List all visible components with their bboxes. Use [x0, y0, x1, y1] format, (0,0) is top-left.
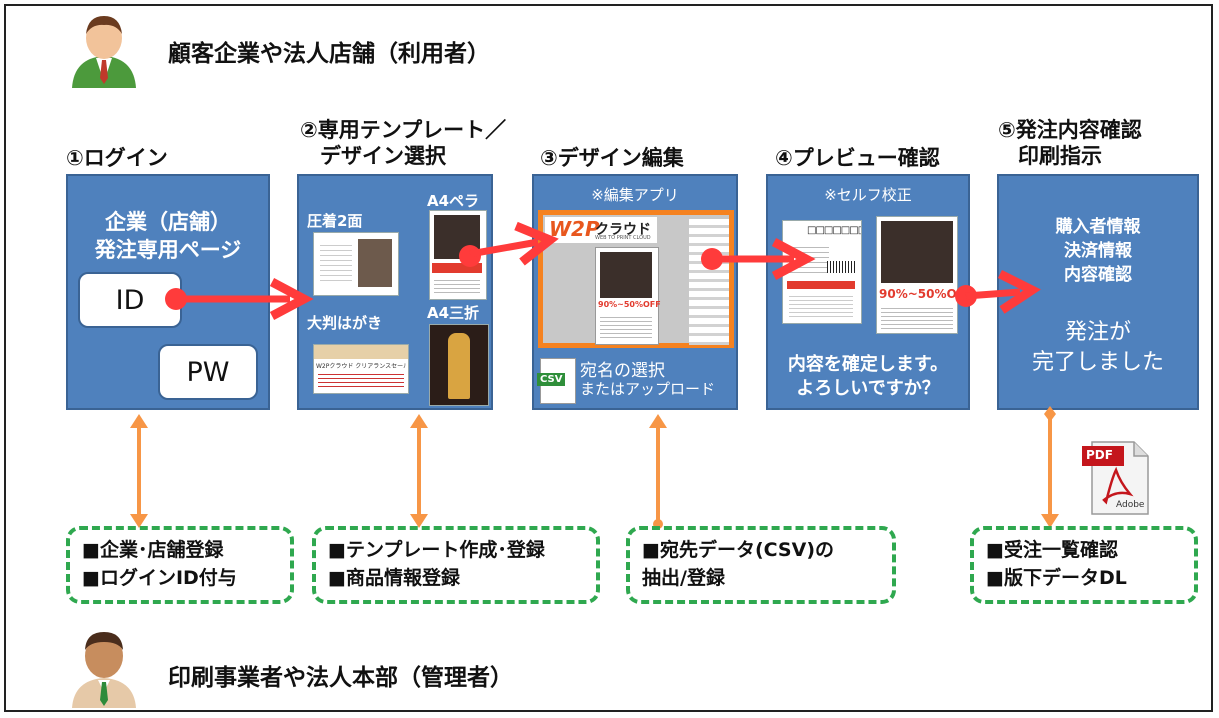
admin-box-4: ■受注一覧確認 ■版下データDL [970, 526, 1198, 604]
pdf-icon: PDF Adobe [1082, 438, 1154, 518]
editor-canvas-flyer: 90%~50%OFF [595, 247, 661, 345]
step-3-title-line1: ③デザイン編集 [540, 146, 684, 170]
login-panel-line2: 発注専用ページ [94, 238, 242, 262]
arrow-template-to-edit [459, 221, 559, 267]
csv-icon-label: CSV [537, 373, 566, 386]
admin-box-3-line1: ■宛先データ(CSV)の [642, 539, 835, 561]
step-1-title-line1: ①ログイン [66, 146, 168, 170]
step-4-title: ④プレビュー確認 [775, 145, 940, 171]
template-label-d: A4三折 [427, 304, 480, 322]
design-edit-note: ※編集アプリ [591, 186, 679, 204]
thumb-a-text-block [320, 241, 352, 285]
preview-flyer: 90%~50%OFF [876, 216, 958, 334]
admin-box-3: ■宛先データ(CSV)の 抽出/登録 [626, 526, 896, 604]
thumb-b-text [434, 277, 480, 295]
order-done-line2: 完了しました [1031, 350, 1164, 375]
csv-line2: またはアップロード [580, 380, 716, 398]
admin-heading: 印刷事業者や法人本部（管理者） [168, 665, 513, 691]
admin-box-1-line1: ■企業･店舗登録 [82, 539, 224, 561]
step-2-title-line2: デザイン選択 [320, 144, 446, 168]
thumb-c-postcard-text: W2Pクラウド クリアランスセール [316, 363, 406, 370]
editor-flyer-text [600, 314, 652, 340]
order-info-line2: 決済情報 [1064, 241, 1132, 261]
preview-flyer-sale: 90%~50%OFF [879, 287, 957, 301]
order-info-line1: 購入者情報 [1055, 217, 1141, 237]
editor-toolbar [689, 219, 729, 345]
editor-logo-main: W2P [549, 217, 600, 241]
preview-confirm-line2: よろしいですか？ [796, 378, 940, 399]
template-panel: 圧着2面 A4ペラ 大判はがき A4三折 W2Pクラウド クリアランスセール [297, 174, 493, 410]
template-thumb-d[interactable] [429, 324, 489, 406]
arrow-edit-to-preview [701, 238, 816, 280]
preview-red-band [787, 281, 855, 289]
admin-box-1-line2: ■ログインID付与 [82, 567, 237, 589]
template-label-b: A4ペラ [427, 192, 480, 210]
admin-box-2-line1: ■テンプレート作成･登録 [328, 539, 545, 561]
step-2-title-line1: ②専用テンプレート／ [300, 118, 507, 142]
thumb-c-body [318, 371, 404, 389]
thumb-d-figure [448, 333, 470, 399]
admin-box-1: ■企業･店舗登録 ■ログインID付与 [66, 526, 294, 604]
step-5-title-line1: ⑤発注内容確認 [998, 118, 1142, 142]
admin-box-2-line2: ■商品情報登録 [328, 567, 460, 589]
step-4-title-line1: ④プレビュー確認 [775, 146, 940, 170]
pdf-icon-brand: Adobe [1116, 500, 1145, 510]
preview-confirm-line1: 内容を確定します。 [787, 354, 949, 375]
id-field[interactable]: ID [78, 272, 182, 328]
arrow-login-to-template [165, 278, 314, 320]
order-info-line3: 内容確認 [1064, 265, 1132, 285]
preview-postcard: □□□□□□□ [782, 220, 862, 324]
editor-flyer-photo [600, 252, 652, 298]
preview-flyer-photo [881, 221, 953, 283]
step-2-title: ②専用テンプレート／ デザイン選択 [300, 117, 506, 169]
editor-logo-kana: クラウド [595, 222, 651, 238]
editor-logo-sub: WEB TO PRINT CLOUD [595, 235, 651, 241]
login-panel-line1: 企業（店舗） [105, 210, 231, 234]
customer-heading: 顧客企業や法人店舗（利用者） [168, 41, 490, 67]
template-thumb-c[interactable]: W2Pクラウド クリアランスセール [313, 344, 409, 394]
admin-box-2: ■テンプレート作成･登録 ■商品情報登録 [312, 526, 600, 604]
diagram-frame [4, 4, 1213, 712]
step-5-title: ⑤発注内容確認 印刷指示 [998, 117, 1142, 169]
editor-logo: W2P クラウド WEB TO PRINT CLOUD [545, 217, 657, 243]
editor-window[interactable]: W2P クラウド WEB TO PRINT CLOUD 90%~50%OFF [538, 210, 734, 348]
template-thumb-a[interactable] [313, 232, 399, 296]
customer-person-icon [68, 12, 140, 88]
preview-flyer-text [881, 305, 953, 329]
preview-panel: ※セルフ校正 □□□□□□□ 90%~50%OFF 内容を確定します。 よろしい… [766, 174, 970, 410]
csv-icon: CSV [537, 358, 576, 404]
template-label-c: 大判はがき [307, 314, 383, 332]
thumb-b-sale-band [432, 263, 482, 273]
pdf-icon-label: PDF [1086, 448, 1113, 462]
admin-box-3-line2: 抽出/登録 [642, 567, 725, 589]
order-done-line1: 発注が [1064, 320, 1131, 345]
preview-postcode: □□□□□□□ [807, 225, 862, 236]
preview-note: ※セルフ校正 [824, 186, 912, 204]
template-label-a: 圧着2面 [307, 212, 363, 230]
arrow-preview-to-order [955, 269, 1041, 314]
step-1-title: ①ログイン [66, 145, 168, 171]
pw-field[interactable]: PW [158, 344, 258, 400]
design-edit-panel: ※編集アプリ W2P クラウド WEB TO PRINT CLOUD 90%~5… [532, 174, 738, 410]
editor-flyer-sale: 90%~50%OFF [598, 300, 661, 309]
thumb-c-header [314, 345, 408, 359]
step-5-title-line2: 印刷指示 [1018, 144, 1102, 168]
login-panel: 企業（店舗） 発注専用ページ ID PW [66, 174, 270, 410]
orange-connectors [130, 406, 1059, 529]
step-3-title: ③デザイン編集 [540, 145, 684, 171]
thumb-a-photo [358, 239, 392, 287]
admin-box-4-line2: ■版下データDL [986, 567, 1127, 589]
admin-person-icon [68, 628, 140, 708]
preview-lower [789, 293, 853, 319]
admin-box-4-line1: ■受注一覧確認 [986, 539, 1118, 561]
csv-line1: 宛名の選択 [580, 361, 665, 381]
preview-barcode [827, 261, 855, 273]
